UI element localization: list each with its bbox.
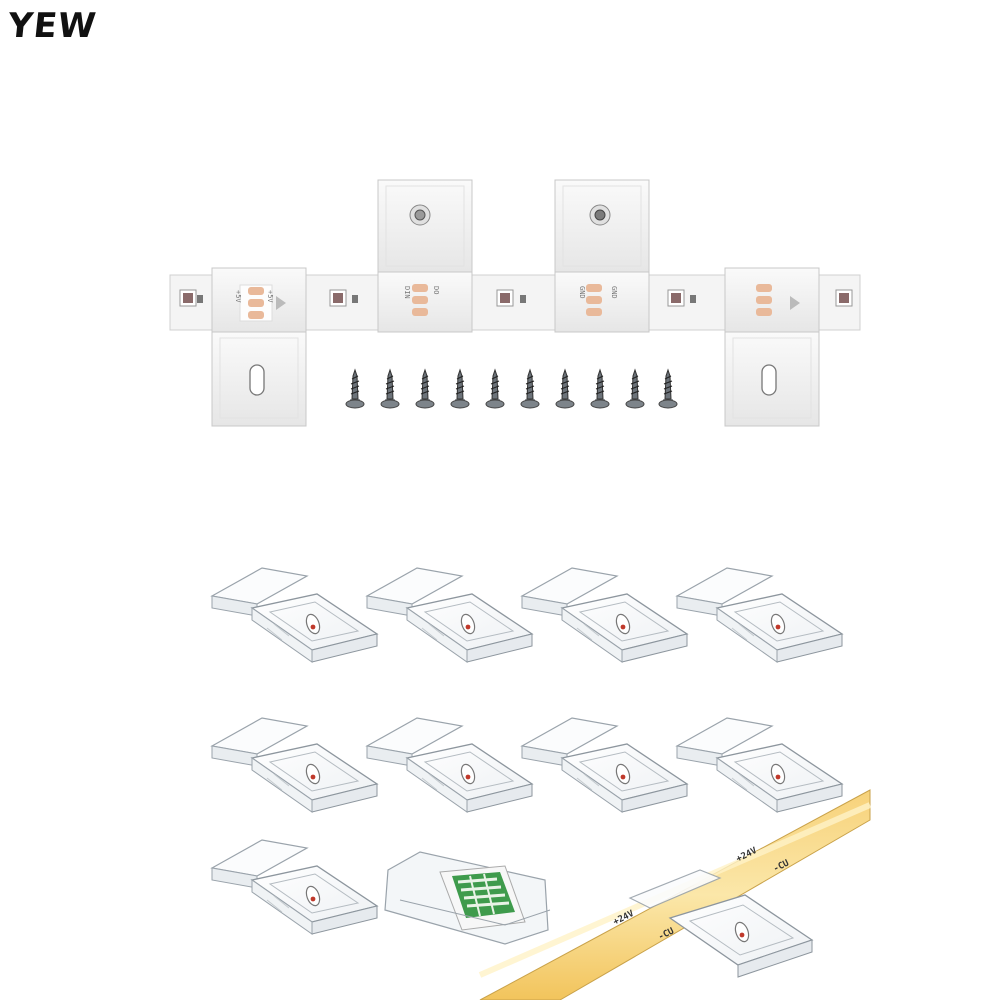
led-chip bbox=[329, 289, 358, 307]
clip-label: DO bbox=[432, 286, 440, 294]
screw-set bbox=[345, 369, 678, 409]
clear-clip bbox=[366, 567, 533, 663]
screw bbox=[625, 369, 645, 409]
led-chip bbox=[179, 289, 203, 307]
clear-clip bbox=[211, 717, 378, 813]
connector-clip: DIN DO bbox=[377, 179, 473, 333]
screw bbox=[380, 369, 400, 409]
connector-clip: +5V +5V bbox=[211, 267, 307, 427]
screw bbox=[345, 369, 365, 409]
connector-clip: GND GND bbox=[554, 179, 650, 333]
screw bbox=[658, 369, 678, 409]
led-chip bbox=[667, 289, 696, 307]
clip-label: DIN bbox=[403, 286, 411, 299]
clear-clip bbox=[211, 839, 378, 935]
clip-label: +5V bbox=[266, 290, 274, 303]
clip-label: +5V bbox=[234, 290, 242, 303]
clear-clip bbox=[366, 717, 533, 813]
screw bbox=[415, 369, 435, 409]
screw bbox=[450, 369, 470, 409]
adhesive-clip bbox=[384, 851, 551, 945]
screw bbox=[590, 369, 610, 409]
connector-clip bbox=[724, 267, 820, 427]
led-chip bbox=[496, 289, 526, 307]
adhesive-pad bbox=[452, 872, 515, 918]
clip-label: GND bbox=[610, 286, 618, 299]
clear-clip bbox=[676, 567, 843, 663]
clear-clip bbox=[521, 567, 688, 663]
clip-label: GND bbox=[578, 286, 586, 299]
screw bbox=[520, 369, 540, 409]
clear-clip bbox=[676, 717, 843, 813]
strip-mount-clip bbox=[628, 869, 814, 978]
screw bbox=[485, 369, 505, 409]
screw bbox=[555, 369, 575, 409]
clear-clip bbox=[521, 717, 688, 813]
clear-clip bbox=[211, 567, 378, 663]
led-chip bbox=[835, 289, 853, 307]
